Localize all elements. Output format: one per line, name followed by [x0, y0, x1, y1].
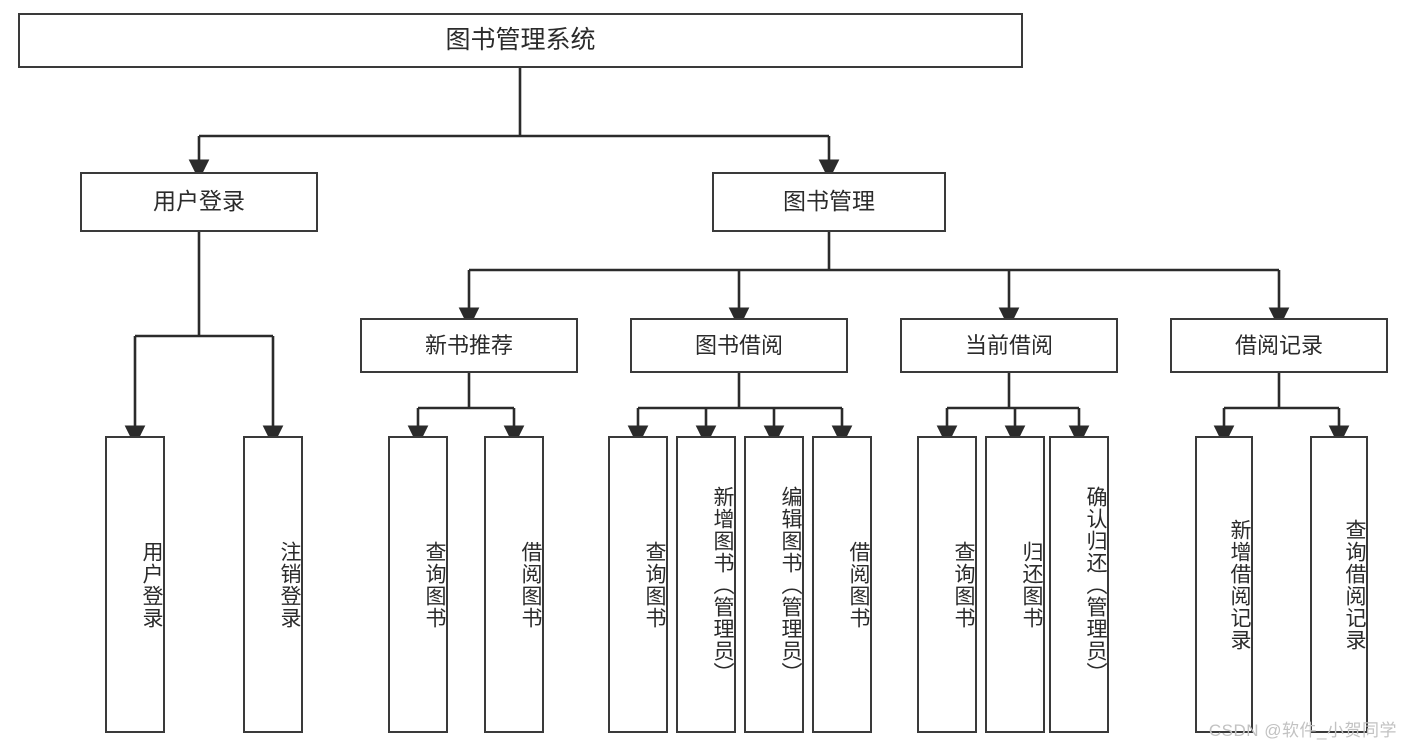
leaf-user-login-logout[interactable]: 注销登录	[243, 436, 303, 733]
node-new-book-recommend[interactable]: 新书推荐	[360, 318, 578, 373]
leaf-label: 借阅图书	[519, 540, 542, 629]
node-user-login[interactable]: 用户登录	[80, 172, 318, 232]
node-root-label: 图书管理系统	[445, 25, 596, 54]
leaf-label: 查询图书	[423, 540, 446, 629]
leaf-label: 新增图书（管理员）	[711, 485, 734, 684]
node-user-login-label: 用户登录	[153, 188, 245, 215]
node-current-borrow-label: 当前借阅	[964, 332, 1053, 358]
node-current-borrow[interactable]: 当前借阅	[900, 318, 1118, 373]
leaf-borrow-record-add[interactable]: 新增借阅记录	[1195, 436, 1253, 733]
leaf-user-login-login[interactable]: 用户登录	[105, 436, 165, 733]
leaf-label: 新增借阅记录	[1228, 518, 1251, 651]
leaf-book-borrow-edit[interactable]: 编辑图书（管理员）	[744, 436, 804, 733]
leaf-new-book-borrow[interactable]: 借阅图书	[484, 436, 544, 733]
leaf-label: 归还图书	[1020, 540, 1043, 629]
leaf-label: 确认归还（管理员）	[1084, 485, 1107, 684]
leaf-new-book-query[interactable]: 查询图书	[388, 436, 448, 733]
leaf-current-borrow-return[interactable]: 归还图书	[985, 436, 1045, 733]
leaf-label: 查询图书	[643, 540, 666, 629]
leaf-current-borrow-query[interactable]: 查询图书	[917, 436, 977, 733]
leaf-label: 借阅图书	[847, 540, 870, 629]
node-book-management[interactable]: 图书管理	[712, 172, 946, 232]
leaf-borrow-record-query[interactable]: 查询借阅记录	[1310, 436, 1368, 733]
node-borrow-record-label: 借阅记录	[1234, 332, 1323, 358]
leaf-label: 查询图书	[952, 540, 975, 629]
leaf-label: 编辑图书（管理员）	[779, 485, 802, 684]
leaf-book-borrow-add[interactable]: 新增图书（管理员）	[676, 436, 736, 733]
node-book-borrow[interactable]: 图书借阅	[630, 318, 848, 373]
leaf-current-borrow-confirm[interactable]: 确认归还（管理员）	[1049, 436, 1109, 733]
node-new-book-recommend-label: 新书推荐	[424, 332, 513, 358]
leaf-label: 注销登录	[278, 540, 301, 629]
node-book-borrow-label: 图书借阅	[694, 332, 783, 358]
leaf-label: 用户登录	[140, 540, 163, 629]
leaf-book-borrow-query[interactable]: 查询图书	[608, 436, 668, 733]
leaf-label: 查询借阅记录	[1343, 518, 1366, 651]
leaf-book-borrow-borrow[interactable]: 借阅图书	[812, 436, 872, 733]
node-root[interactable]: 图书管理系统	[18, 13, 1023, 68]
watermark: CSDN @软件_小贺同学	[1208, 721, 1397, 740]
node-book-management-label: 图书管理	[783, 188, 875, 215]
node-borrow-record[interactable]: 借阅记录	[1170, 318, 1388, 373]
